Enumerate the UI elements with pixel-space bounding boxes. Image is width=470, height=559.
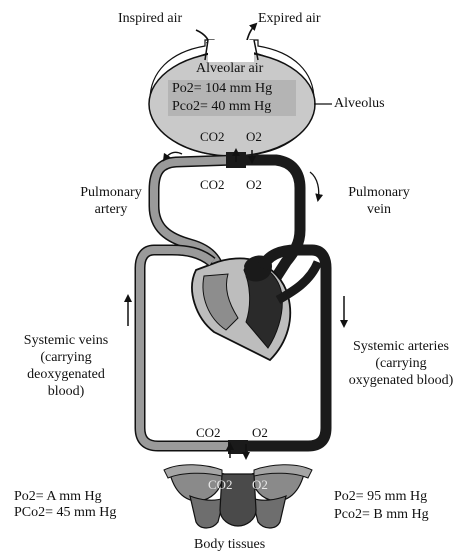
inspired-air-label: Inspired air [118, 11, 183, 26]
systemic-arteries-line3: oxygenated blood) [348, 373, 454, 388]
co2-top-below-label: CO2 [200, 177, 225, 192]
systemic-veins-label: Systemic veins (carrying deoxygenated bl… [4, 332, 128, 400]
pulmonary-vein-arrow [309, 171, 324, 202]
alveolus-neck [208, 40, 254, 62]
pulmonary-artery-line1: Pulmonary [80, 185, 142, 200]
alveolus-neck-right [253, 39, 259, 61]
pulmonary-vein-line1: Pulmonary [348, 185, 410, 200]
co2-bottom-above-label: CO2 [196, 425, 221, 440]
systemic-veins-line3: deoxygenated [27, 367, 105, 382]
o2-bottom-above-label: O2 [252, 425, 268, 440]
alveolar-pco2: Pco2= 40 mm Hg [172, 99, 272, 114]
o2-top-inside-label: O2 [246, 129, 262, 144]
left-pco2-label: PCo2= 45 mm Hg [14, 505, 117, 520]
o2-bottom-inside-label: O2 [252, 477, 268, 492]
pulmonary-artery-label: Pulmonary artery [66, 184, 156, 218]
alveolar-po2: Po2= 104 mm Hg [172, 81, 273, 96]
systemic-vein-return-fill [136, 246, 238, 450]
alveolar-values-box [168, 80, 296, 116]
systemic-arteries-line2: (carrying [375, 356, 427, 371]
systemic-artery [238, 244, 332, 452]
co2-top-inside-label: CO2 [200, 129, 225, 144]
systemic-arteries-label: Systemic arteries (carrying oxygenated b… [336, 338, 466, 389]
systemic-veins-line1: Systemic veins [23, 333, 109, 348]
tissue-capillary-junction [228, 440, 248, 454]
alveolus-label: Alveolus [334, 96, 385, 111]
co2-bottom-inside-label: CO2 [208, 477, 233, 492]
pulmonary-vein-line2: vein [366, 202, 392, 217]
heart-left-side [243, 261, 283, 349]
aortic-arch [275, 260, 323, 304]
pulmonary-artery-line2: artery [94, 202, 128, 217]
systemic-veins-line2: (carrying [40, 350, 92, 365]
systemic-arteries-line1: Systemic arteries [352, 339, 450, 354]
pulmonary-capillary-deoxy-fill [150, 156, 237, 206]
pulmonary-vein-label: Pulmonary vein [334, 184, 424, 218]
alveolus-neck-left [204, 39, 209, 61]
body-tissues-label: Body tissues [194, 537, 266, 552]
expired-air-label: Expired air [258, 11, 321, 26]
systemic-veins-line4: blood) [47, 384, 85, 399]
right-pco2-label: Pco2= B mm Hg [334, 507, 429, 522]
body-tissues [163, 464, 313, 529]
right-po2-label: Po2= 95 mm Hg [334, 489, 428, 504]
left-po2-text: Po2= A mm Hg [14, 489, 102, 504]
o2-top-below-label: O2 [246, 177, 262, 192]
alveolar-air-label: Alveolar air [196, 61, 264, 76]
pulmonary-artery-arrow [162, 151, 183, 162]
heart-right-side [202, 273, 239, 331]
left-po2-label: Po2= A mm Hg [14, 488, 102, 505]
